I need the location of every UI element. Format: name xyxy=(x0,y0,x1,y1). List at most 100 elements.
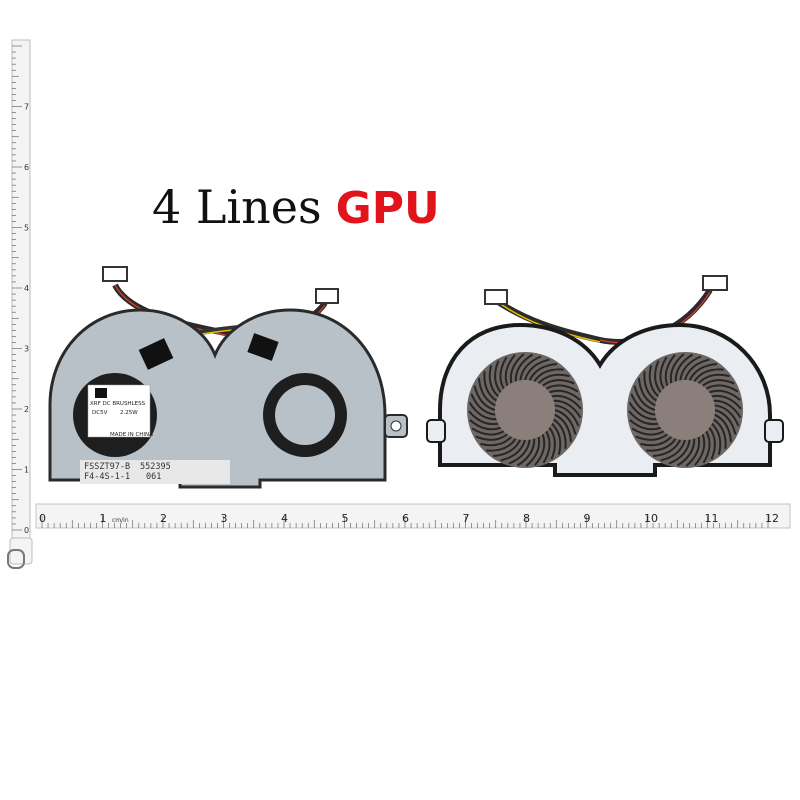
fan-blade xyxy=(660,439,686,462)
label-code: F4-4S-1-1 xyxy=(84,472,131,482)
ruler-tick-label: 0 xyxy=(39,512,46,525)
fan-blade xyxy=(697,373,730,384)
fan-blade xyxy=(537,373,570,384)
connector xyxy=(484,289,508,305)
fan-front-view xyxy=(426,275,784,477)
fan-blade xyxy=(664,354,676,387)
ruler-tick-label: 12 xyxy=(765,512,779,525)
ruler-tick-label: 9 xyxy=(584,512,591,525)
connector xyxy=(702,275,728,291)
fan-blade xyxy=(525,436,541,467)
fan-blade xyxy=(468,401,497,421)
fan-blade xyxy=(508,439,531,465)
sticker-brand: XRF DC BRUSHLESS xyxy=(90,401,146,407)
fan-blade xyxy=(640,436,673,447)
fan-blade xyxy=(554,404,580,427)
fan-blade xyxy=(554,409,577,435)
ruler-tick-label: 10 xyxy=(644,512,658,525)
fan-impeller xyxy=(627,352,743,468)
fan-blade xyxy=(519,355,542,381)
fan-blade xyxy=(468,410,499,426)
connector xyxy=(315,288,339,304)
fan-blade xyxy=(548,427,556,460)
fan-blade xyxy=(514,353,534,382)
fan-blade xyxy=(702,379,735,387)
ruler-tick-label: 11 xyxy=(705,512,719,525)
fan-blade xyxy=(524,358,550,381)
fan-blade xyxy=(633,385,656,411)
fan-blade xyxy=(473,385,496,411)
fan-blade xyxy=(648,365,659,398)
fan-blade xyxy=(628,410,659,426)
fan-blade xyxy=(533,368,564,383)
connector xyxy=(102,266,128,282)
fan-blade xyxy=(500,439,526,462)
fan-blade xyxy=(528,363,558,381)
fan-blade xyxy=(679,355,702,381)
fan-blade xyxy=(638,377,656,407)
fan-blade xyxy=(629,419,662,431)
fan-blade xyxy=(669,353,685,384)
fan-blade xyxy=(676,438,696,467)
fan-blade xyxy=(534,433,546,466)
fan-blade xyxy=(551,422,562,455)
fan-blade xyxy=(542,430,551,464)
fan-blade xyxy=(684,358,710,381)
ruler-tick-label: 7 xyxy=(24,103,29,112)
label-model: FSSZT97-B xyxy=(84,462,131,472)
fan-blade xyxy=(705,384,739,393)
fan-blade xyxy=(494,360,502,393)
fan-blade xyxy=(712,418,727,449)
fan-impeller xyxy=(467,352,583,468)
fan-back-view xyxy=(48,266,408,489)
fan-blade xyxy=(635,433,668,441)
fan-blade xyxy=(714,404,740,427)
ruler-tick-label: 6 xyxy=(24,163,29,172)
fan-blade xyxy=(488,365,499,398)
sticker-made-in: MADE IN CHINA xyxy=(110,432,153,438)
ruler-tick-label: 1 xyxy=(100,512,107,525)
fan-blade xyxy=(654,360,662,393)
fan-blade xyxy=(714,413,732,443)
fan-blade xyxy=(471,427,505,436)
fan-blade xyxy=(475,433,508,441)
fan-blade xyxy=(553,399,582,419)
fan-blade xyxy=(643,371,658,402)
ruler-tick-label: 2 xyxy=(24,405,29,414)
fan-blade xyxy=(631,427,665,436)
fan-blade xyxy=(630,393,656,416)
fan-blade xyxy=(552,418,567,449)
fan-blade xyxy=(714,409,737,435)
fan-blade xyxy=(713,399,742,419)
fan-blade xyxy=(478,377,496,407)
fan-blade xyxy=(708,389,741,401)
sticker-rating-left: DC5V xyxy=(92,410,108,416)
fan-blade xyxy=(504,354,516,387)
fan-blade xyxy=(542,379,575,387)
fan-blade xyxy=(548,389,581,401)
fan-blade xyxy=(708,427,716,460)
fan-blade xyxy=(659,356,668,390)
ruler-tick-label: 2 xyxy=(160,512,167,525)
fan-blade xyxy=(499,356,508,390)
fan-blade xyxy=(668,439,691,465)
fan-blade xyxy=(652,439,682,457)
fan-blade xyxy=(483,371,498,402)
fan-blade xyxy=(628,401,657,421)
ruler-tick-label: 7 xyxy=(463,512,470,525)
headline-text: 4 Lines xyxy=(152,180,322,234)
fan-blade xyxy=(492,439,522,457)
ruler-tick-label: 5 xyxy=(24,224,29,233)
ruler-tick-label: 4 xyxy=(281,512,288,525)
fan-blade xyxy=(646,437,677,452)
fan-blade xyxy=(470,393,496,416)
fan-blade xyxy=(693,368,724,383)
ruler-tick-label: 3 xyxy=(221,512,228,525)
sticker-rating-right: 2.25W xyxy=(120,410,138,416)
fan-blade xyxy=(685,436,701,467)
fan-blade xyxy=(702,430,711,464)
ruler-tick-label: 6 xyxy=(402,512,409,525)
ruler-tick-label: 3 xyxy=(24,345,29,354)
